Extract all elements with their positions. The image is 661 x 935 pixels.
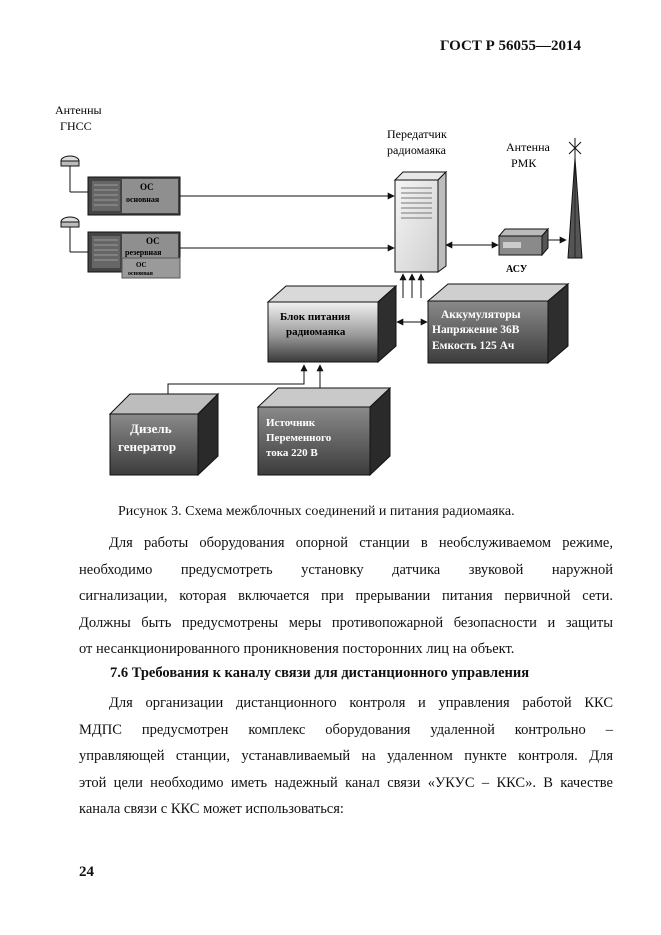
rmk-antenna-label-2: РМК — [511, 156, 537, 170]
svg-text:Блок питания: Блок питания — [280, 311, 350, 323]
paragraph-2-line: этой цели необходимо иметь надежный кана… — [79, 774, 613, 791]
svg-text:ОС: ОС — [140, 182, 154, 192]
svg-text:ОС: ОС — [146, 236, 160, 246]
diesel-generator-block: Дизель генератор — [108, 392, 220, 477]
rmk-antenna-label: Антенна — [506, 140, 551, 154]
svg-text:генератор: генератор — [118, 439, 176, 454]
svg-text:основная: основная — [126, 195, 160, 204]
paragraph-1-line: сигнализации, которая включается при пре… — [79, 588, 613, 604]
svg-text:основная: основная — [128, 271, 154, 277]
svg-text:Источник: Источник — [266, 417, 316, 429]
ac-source-block: Источник Переменного тока 220 В — [256, 386, 392, 477]
figure-caption: Рисунок 3. Схема межблочных соединений и… — [118, 504, 515, 519]
paragraph-2: Для организации дистанционного контроля … — [79, 690, 613, 823]
svg-text:Емкость 125 Ач: Емкость 125 Ач — [432, 340, 515, 352]
os-reserve-unit: ОС резервная ОС основная — [87, 231, 181, 279]
transmitter-label: Передатчик — [387, 127, 447, 141]
paragraph-1-line: необходимо предусмотреть установку датчи… — [79, 561, 613, 578]
section-heading: 7.6 Требования к каналу связи для дистан… — [110, 665, 530, 681]
paragraph-1: Для работы оборудования опорной станции … — [79, 530, 613, 663]
paragraph-2-line: МДПС предусмотрен комплекс оборудования … — [79, 721, 613, 738]
gnss-antennas-label-2: ГНСС — [60, 119, 92, 133]
svg-text:Напряжение 36В: Напряжение 36В — [432, 324, 520, 336]
paragraph-1-line: Для работы оборудования опорной станции … — [109, 535, 613, 551]
svg-text:Переменного: Переменного — [266, 432, 332, 444]
paragraph-2-line: управляющей станции, устанавливаемый на … — [79, 748, 613, 764]
svg-text:резервная: резервная — [125, 248, 162, 257]
svg-text:радиомаяка: радиомаяка — [286, 326, 346, 338]
os-main-unit: ОС основная — [87, 176, 181, 216]
asu-label: АСУ — [506, 264, 528, 275]
power-supply-block: Блок питания радиомаяка — [266, 284, 398, 364]
svg-text:Аккумуляторы: Аккумуляторы — [441, 309, 521, 321]
transmitter-label-2: радиомаяка — [387, 143, 447, 157]
batteries-block: Аккумуляторы Напряжение 36В Емкость 125 … — [426, 282, 570, 365]
page-number: 24 — [79, 864, 94, 880]
svg-text:тока 220 В: тока 220 В — [266, 447, 318, 459]
paragraph-1-line: Должны быть предусмотрены меры противопо… — [79, 614, 613, 631]
svg-text:Дизель: Дизель — [130, 421, 172, 436]
asu-unit: АСУ — [497, 227, 550, 275]
gnss-antennas-label: Антенны — [55, 103, 102, 117]
svg-text:ОС: ОС — [136, 261, 147, 269]
rmk-mast-icon — [567, 138, 583, 259]
gnss-antenna-2-icon — [60, 216, 88, 253]
paragraph-2-line: канала связи с ККС может использоваться: — [79, 801, 344, 817]
power-connection-diagram: Антенны ГНСС ОС основная — [55, 103, 583, 477]
gnss-antenna-1-icon — [60, 155, 88, 193]
paragraph-2-line: Для организации дистанционного контроля … — [109, 695, 613, 711]
transmitter-cabinet — [393, 170, 448, 273]
standard-code-header: ГОСТ Р 56055—2014 — [440, 38, 582, 54]
paragraph-1-line: от несанкционированного проникновения по… — [79, 641, 515, 657]
